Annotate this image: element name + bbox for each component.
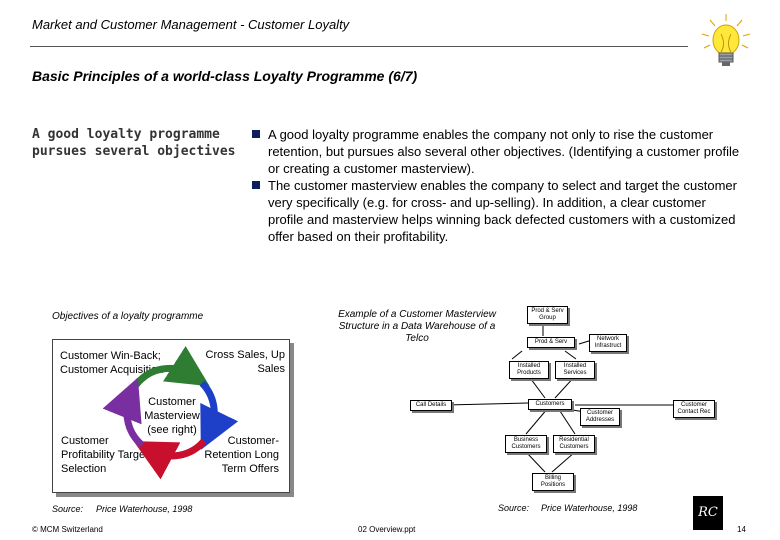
source-label-left: Source:: [52, 504, 84, 514]
bullet-text: A good loyalty programme enables the com…: [268, 127, 740, 176]
page-number: 14: [737, 525, 746, 534]
node-residential-customers: Residential Customers: [553, 435, 595, 453]
lightbulb-icon: [701, 14, 751, 66]
objective-cross-sales: Cross Sales, Up Sales: [205, 349, 285, 375]
header-divider: [30, 46, 688, 47]
node-installed-services: Installed Services: [555, 361, 595, 379]
arrow-purple: [102, 377, 145, 448]
arrow-blue: [199, 380, 239, 450]
node-billing-positions: Billing Positions: [532, 473, 574, 491]
objectives-title: Objectives of a loyalty programme: [52, 311, 204, 322]
bullet-square-icon: [252, 181, 260, 189]
cycle-arrows: [102, 346, 239, 480]
node-customer-addresses: Customer Addresses: [580, 408, 620, 426]
source-value-right: Price Waterhouse, 1998: [541, 503, 638, 513]
bullet-item: The customer masterview enables the comp…: [250, 177, 740, 245]
left-heading: A good loyalty programme pursues several…: [32, 127, 236, 159]
bullet-list: A good loyalty programme enables the com…: [250, 126, 740, 245]
header-title: Market and Customer Management - Custome…: [32, 17, 350, 32]
objective-profitability: Customer Profitability Target Selection: [61, 435, 149, 475]
node-business-customers: Business Customers: [505, 435, 547, 453]
objective-win-back: Customer Win-Back; Customer Acquisition: [60, 350, 164, 376]
node-prod-serv: Prod & Serv: [527, 337, 575, 348]
masterview-title: Example of a Customer Masterview Structu…: [338, 309, 496, 344]
node-prod-serv-group: Prod & Serv Group: [527, 306, 568, 324]
objective-retention: Customer- Retention Long Term Offers: [204, 435, 279, 475]
node-network: Network Infrastruct: [589, 334, 627, 352]
bullet-text: The customer masterview enables the comp…: [268, 178, 737, 244]
footer-copyright: © MCM Switzerland: [32, 525, 103, 534]
node-customers: Customers: [528, 399, 572, 410]
node-installed-products: Installed Products: [509, 361, 549, 379]
arrow-green: [133, 346, 210, 388]
source-value-left: Price Waterhouse, 1998: [96, 504, 193, 514]
footer-file: 02 Overview.ppt: [358, 525, 416, 534]
page-subtitle: Basic Principles of a world-class Loyalt…: [32, 68, 418, 84]
arrow-red: [133, 438, 207, 480]
objective-masterview: Customer Masterview (see right): [144, 396, 200, 436]
bullet-square-icon: [252, 130, 260, 138]
node-call-details: Call Details: [410, 400, 452, 411]
company-logo: RC: [693, 496, 723, 530]
bullet-item: A good loyalty programme enables the com…: [250, 126, 740, 177]
node-customer-contact-rec: Customer Contact Rec: [673, 400, 715, 418]
source-label-right: Source:: [498, 503, 530, 513]
